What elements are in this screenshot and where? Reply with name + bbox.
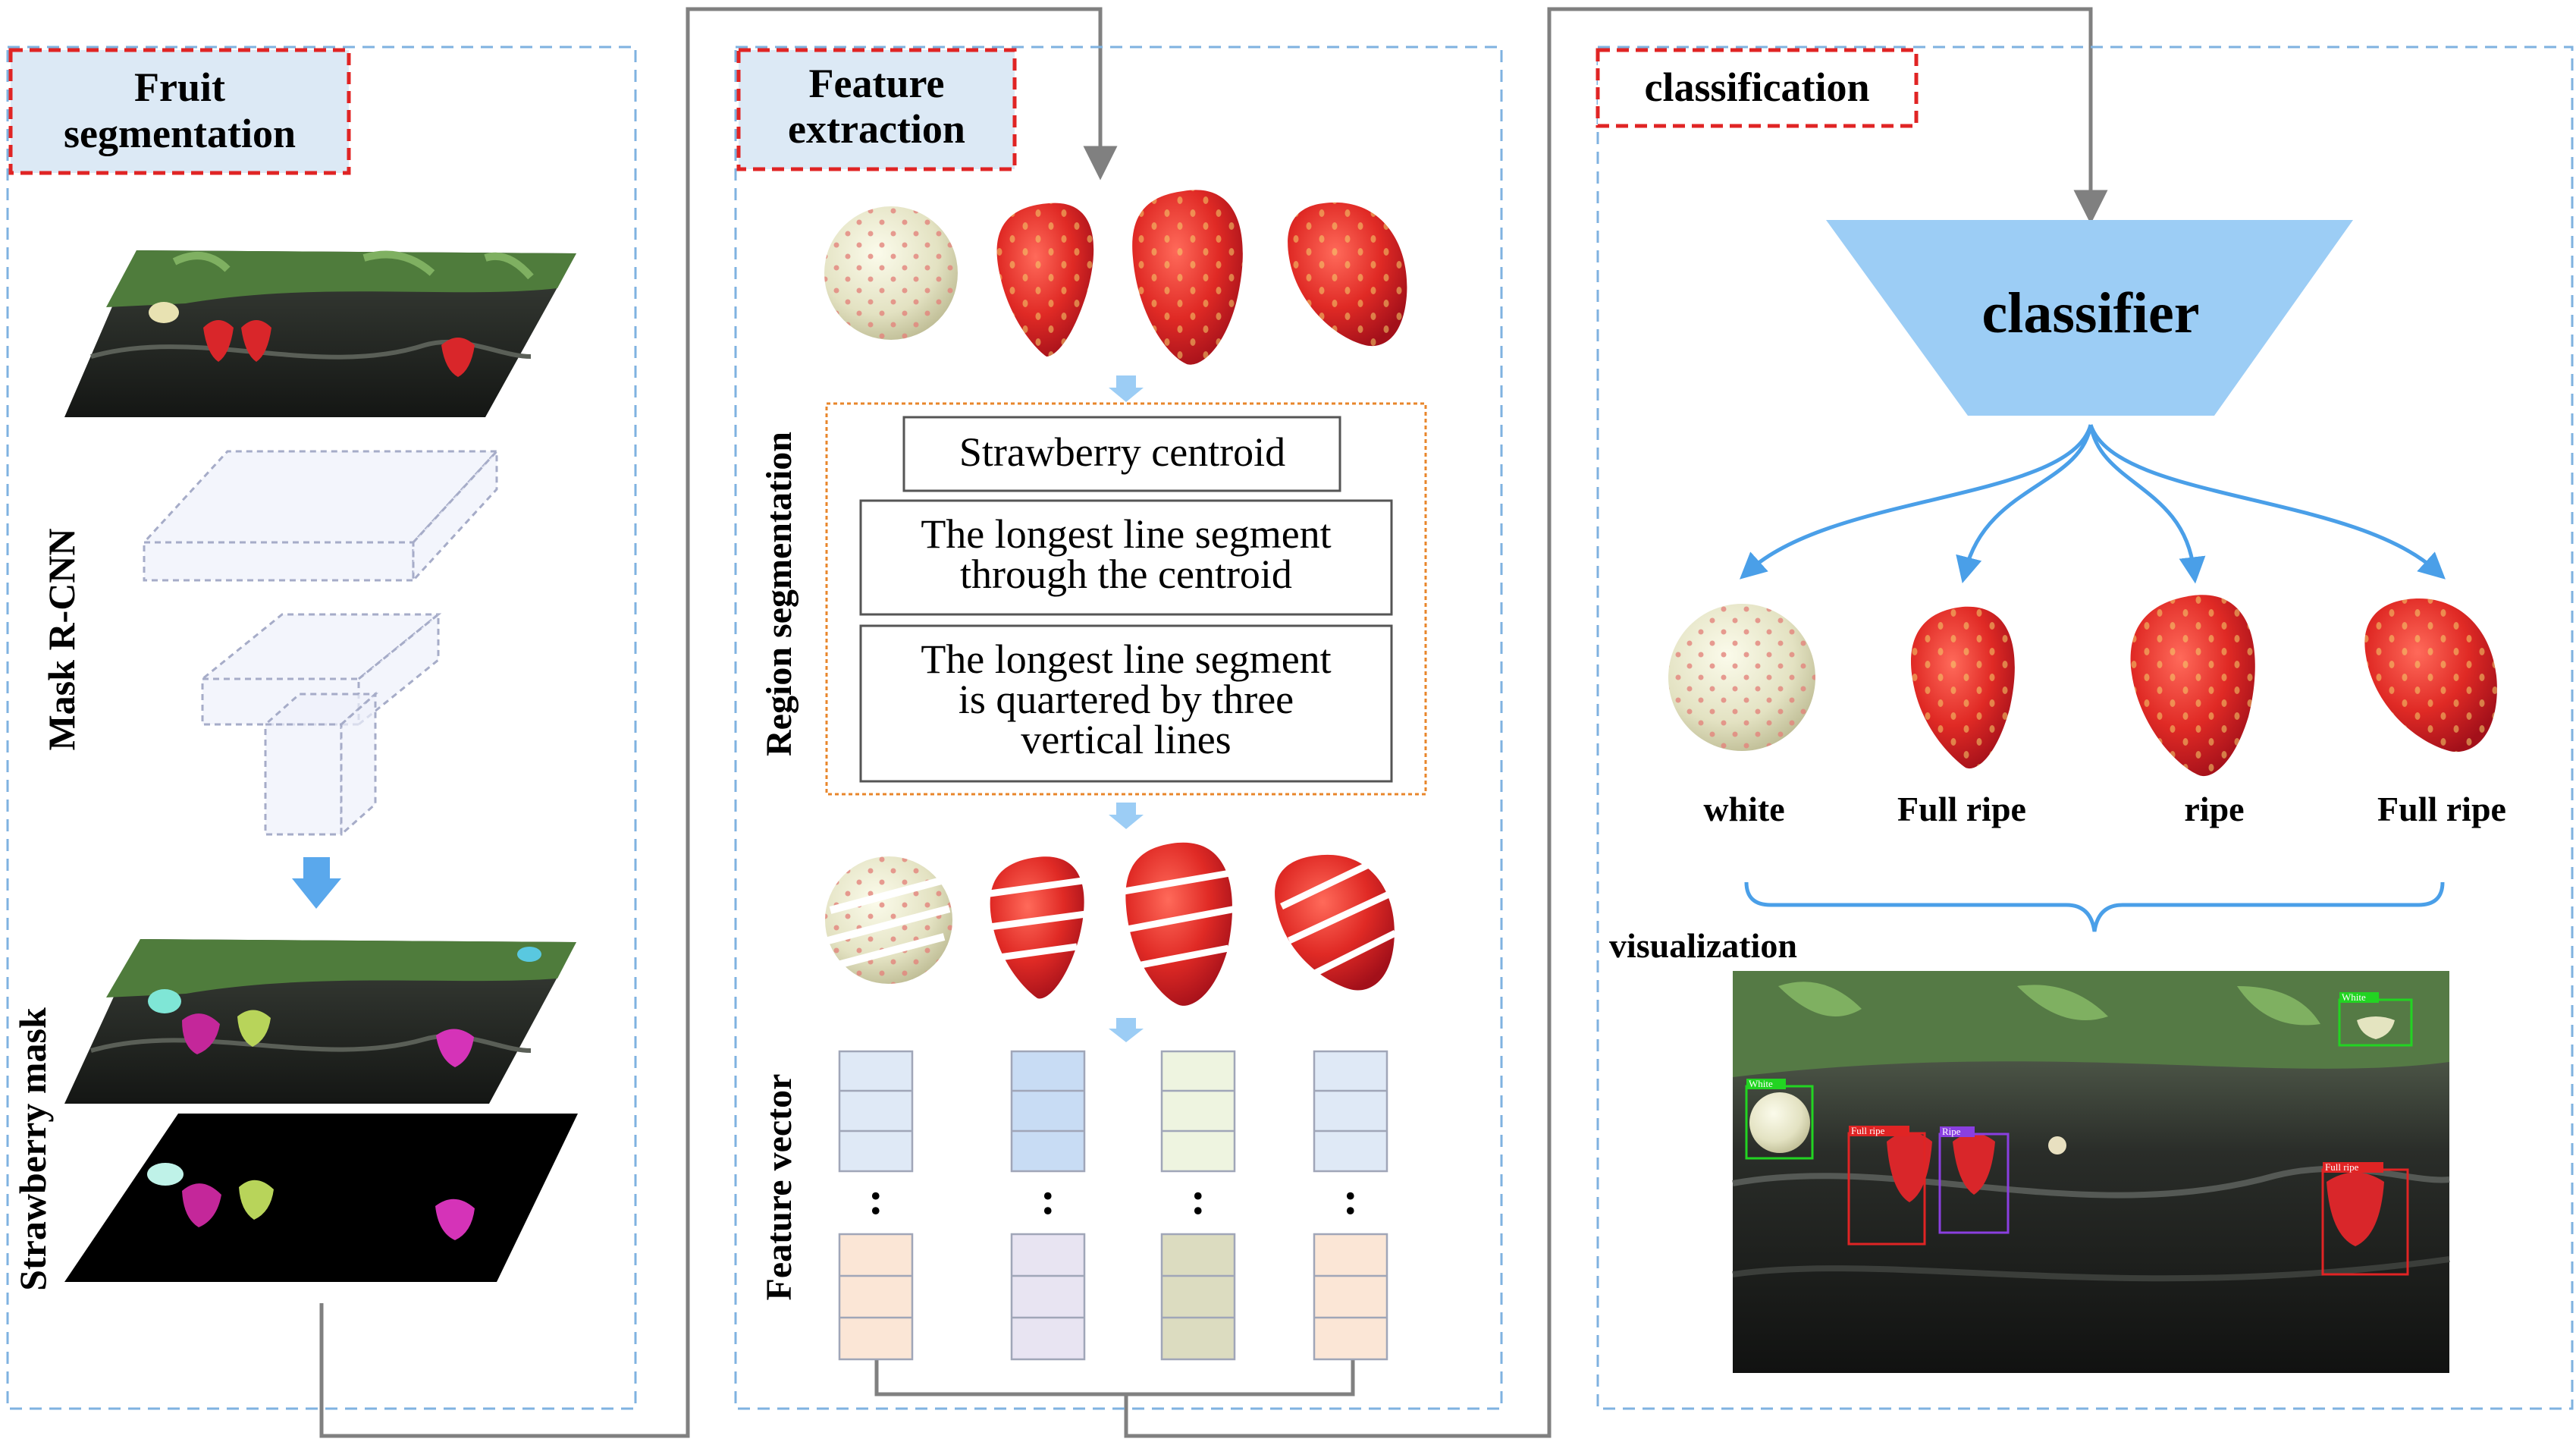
mask-rcnn-blocks (141, 448, 500, 837)
segmentation-title-line1: Fruit (134, 64, 225, 110)
strawberry-icon (2364, 598, 2497, 752)
classification-title: classification (1645, 64, 1870, 110)
visualization-photo: White Full ripe Ripe Full ripe White (1732, 971, 2450, 1373)
feature-vector-4 (1313, 1050, 1388, 1361)
feature-title-line2: extraction (788, 106, 965, 152)
detection-tag-full-ripe-2: Full ripe (2325, 1161, 2359, 1173)
segmentation-panel-border (6, 46, 637, 1410)
strawberry-icon (1132, 190, 1243, 365)
strawberry-icon (2130, 595, 2255, 777)
feature-panel-border (734, 46, 1503, 1410)
connector-seg-to-feature (319, 7, 1118, 1438)
step-longest-segment-box (859, 499, 1393, 616)
vector-ellipsis-1: : (868, 1173, 883, 1224)
strawberry-icon (824, 206, 958, 340)
step-longest-segment-line1: The longest line segment (921, 511, 1331, 557)
down-arrow-icon (1109, 375, 1144, 402)
mask-label: Strawberry mask (11, 1007, 54, 1291)
segmentation-panel: Fruit segmentation Mask R-CNN (6, 46, 637, 1410)
classification-panel: classification classifier (1595, 46, 2574, 1410)
detection-tag-full-ripe-1: Full ripe (1851, 1125, 1885, 1136)
step-quartered-box (859, 624, 1393, 783)
classification-title-box (1595, 48, 1919, 128)
mask-overlay-photo (64, 939, 576, 1104)
segmentation-title-box (8, 48, 351, 175)
classifier-funnel (1826, 220, 2353, 416)
segmented-strawberries (825, 842, 1398, 1006)
feature-title-line1: Feature (809, 61, 945, 106)
down-arrow-icon (1109, 1018, 1144, 1042)
strawberry-icon (1275, 854, 1398, 991)
feature-panel: Feature extraction (734, 46, 1503, 1410)
class-label-ripe: ripe (2184, 790, 2244, 828)
strawberry-icon (1123, 842, 1237, 1006)
strawberry-icon (996, 203, 1094, 357)
input-strawberries (824, 190, 1407, 365)
panel-connectors (319, 7, 2108, 1438)
vector-ellipsis-2: : (1040, 1173, 1056, 1224)
feature-vectors (838, 1050, 1388, 1361)
segmentation-title-line2: segmentation (64, 111, 296, 156)
vector-ellipsis-3: : (1191, 1173, 1206, 1224)
classifier-label: classifier (1981, 281, 2199, 345)
step-centroid-line1: Strawberry centroid (959, 429, 1285, 475)
region-box (825, 402, 1427, 796)
detection-tag-white: White (1749, 1078, 1773, 1089)
classification-panel-border (1596, 46, 2574, 1410)
down-arrow-icon (292, 857, 341, 909)
class-label-full-ripe-1: Full ripe (1897, 790, 2026, 828)
feature-title-box (736, 48, 1017, 171)
step-quartered-line3: vertical lines (1021, 717, 1231, 762)
vector-ellipsis-4: : (1343, 1173, 1358, 1224)
binary-mask (64, 1114, 578, 1282)
strawberry-icon (989, 856, 1089, 999)
visualization-label: visualization (1609, 926, 1797, 965)
curly-brace-icon (1744, 881, 2445, 932)
step-quartered-line2: is quartered by three (959, 677, 1294, 722)
class-label-full-ripe-2: Full ripe (2377, 790, 2506, 828)
strawberry-icon (1910, 606, 2015, 769)
connector-vector-bus (1124, 7, 2108, 1438)
region-label: Region segmentation (759, 432, 799, 756)
strawberry-icon (1668, 604, 1815, 751)
down-arrow-icon (1109, 803, 1144, 829)
detection-tag-white-2: White (2342, 991, 2366, 1003)
feature-vector-1 (838, 1050, 914, 1361)
model-label: Mask R-CNN (40, 528, 83, 750)
step-longest-segment-line2: through the centroid (960, 551, 1292, 597)
detection-tag-ripe: Ripe (1942, 1126, 1961, 1137)
vector-ellipses: : : : : (868, 1173, 1358, 1224)
step-quartered-line1: The longest line segment (921, 636, 1331, 682)
step-centroid-box (902, 416, 1341, 492)
classified-strawberries (1668, 595, 2497, 777)
strawberry-icon (825, 856, 952, 984)
classifier-output-arrows (1739, 424, 2446, 584)
class-label-white: white (1703, 790, 1784, 828)
feature-vector-3 (1160, 1050, 1236, 1361)
connector-feature-to-class (874, 1359, 1355, 1396)
strawberry-icon (1288, 202, 1407, 347)
field-photo (64, 250, 576, 417)
class-labels: white Full ripe ripe Full ripe (1703, 790, 2506, 828)
vector-label: Feature vector (759, 1074, 799, 1301)
feature-vector-2 (1010, 1050, 1086, 1361)
